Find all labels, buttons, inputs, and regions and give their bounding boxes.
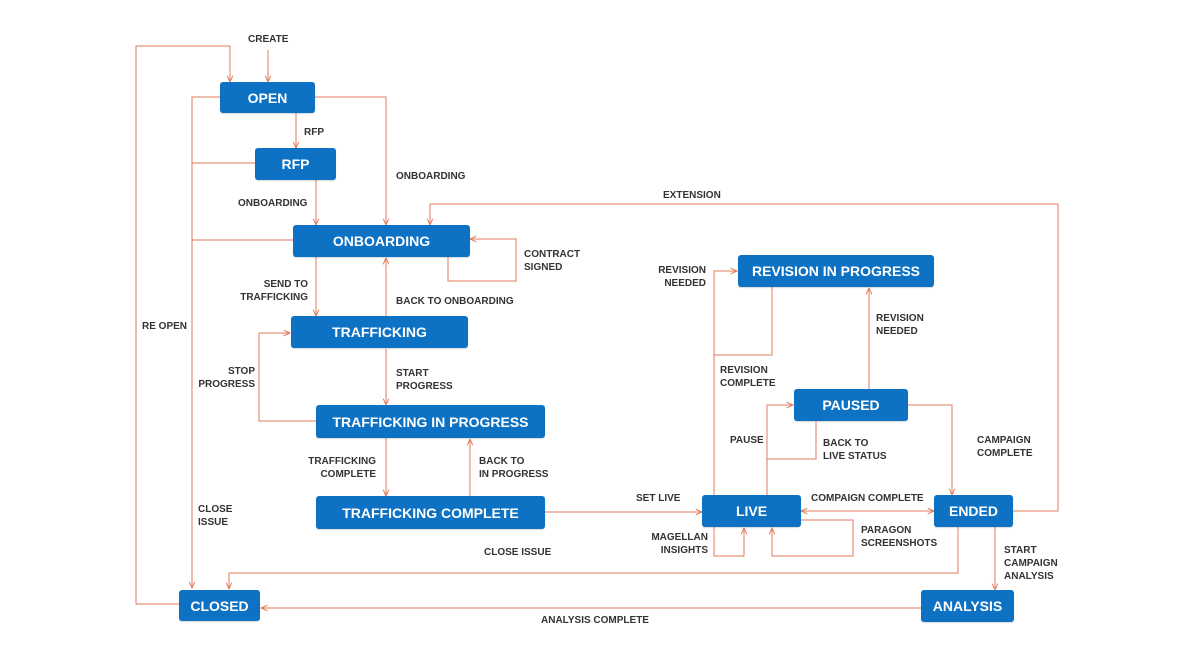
state-ended: ENDED [934,495,1013,527]
label-compaign-complete: COMPAIGN COMPLETE [811,493,924,504]
edge-contract-signed [447,239,517,282]
edge-pause [766,405,793,495]
label-set-live: SET LIVE [636,493,681,504]
state-rfp: RFP [255,148,336,180]
label-re-open: RE OPEN [142,321,188,332]
edge-campaign-complete [908,404,952,495]
label-onboarding-from-rfp: ONBOARDING [238,198,308,209]
label-extension: EXTENSION [663,190,721,201]
edge-paragon-screenshots [772,519,854,557]
edge-stop-progress [258,333,316,422]
edge-revision-needed-left [713,271,737,495]
label-pause: PAUSE [730,435,764,446]
edge-revision-complete [714,287,773,356]
label-analysis-complete: ANALYSIS COMPLETE [541,615,649,626]
label-back-to-onboarding: BACK TO ONBOARDING [396,296,514,307]
edge-magellan-insights [713,527,744,557]
label-rfp: RFP [304,127,324,138]
state-trafficking-in-progress: TRAFFICKING IN PROGRESS [316,405,545,438]
label-close-issue-bottom: CLOSE ISSUE [484,547,552,558]
state-trafficking: TRAFFICKING [291,316,468,348]
edge-re-open [135,45,230,605]
state-open: OPEN [220,82,315,113]
state-paused: PAUSED [794,389,908,421]
label-onboarding-from-open: ONBOARDING [396,171,466,182]
edge-back-to-live-status [767,421,817,460]
state-trafficking-complete: TRAFFICKING COMPLETE [316,496,545,529]
state-onboarding: ONBOARDING [293,225,470,257]
state-closed: CLOSED [179,590,260,621]
label-create: CREATE [248,34,289,45]
edge-open-onboarding [315,96,386,225]
state-analysis: ANALYSIS [921,590,1014,622]
edge-close-issue-left [192,96,220,588]
state-revision-in-progress: REVISION IN PROGRESS [738,255,934,287]
edge-extension [430,203,1059,512]
state-live: LIVE [702,495,801,527]
edge-close-issue-bottom [229,527,959,589]
